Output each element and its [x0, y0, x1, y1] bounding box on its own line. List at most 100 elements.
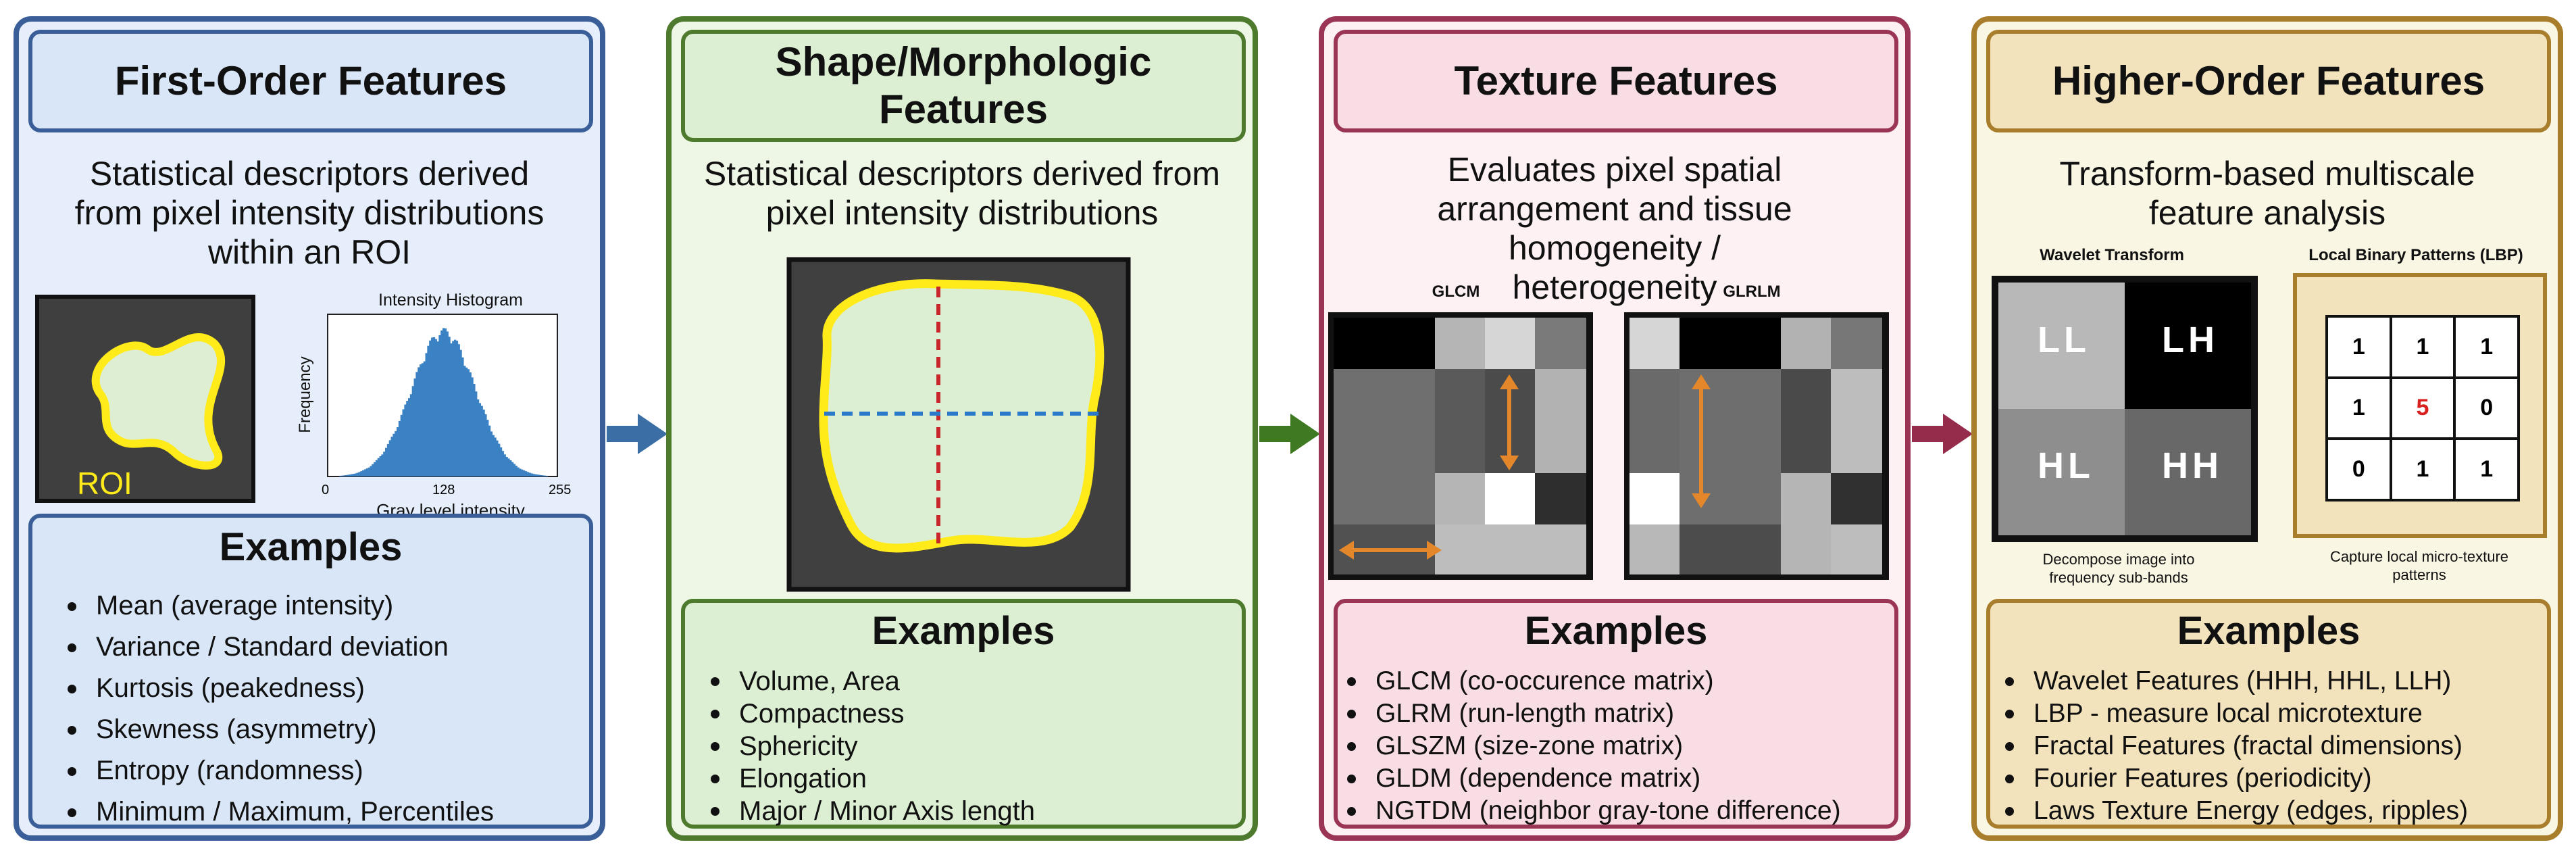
- histogram-bar: [492, 435, 495, 476]
- texture-header: Texture Features: [1334, 30, 1898, 132]
- glcm-label: GLCM: [1432, 283, 1480, 301]
- histogram-bar: [478, 403, 482, 476]
- shape-examples: Examples Volume, Area Compactness Spheri…: [681, 599, 1246, 829]
- histogram-bar: [431, 337, 434, 476]
- glrlm-label: GLRLM: [1723, 283, 1781, 301]
- glcm-matrix: [1328, 312, 1593, 580]
- roi-label: ROI: [77, 466, 132, 501]
- histogram-bar: [450, 343, 453, 476]
- histogram-bar: [524, 471, 528, 476]
- histogram-bar: [498, 443, 501, 476]
- shape-image: [786, 257, 1131, 595]
- matrix-cell: [1680, 318, 1781, 369]
- histogram-bar: [467, 369, 470, 476]
- histogram-bar: [461, 357, 464, 476]
- lbp-cell: 1: [2390, 439, 2455, 500]
- histogram-bar: [509, 460, 512, 476]
- histogram-bar: [488, 425, 491, 476]
- first-order-panel: First-Order Features Statistical descrip…: [14, 16, 605, 841]
- intensity-histogram: Intensity Histogram Frequency 0 128 255 …: [292, 289, 596, 526]
- roi-image: ROI: [35, 295, 255, 503]
- histogram-bar: [427, 345, 430, 476]
- histogram-bar: [375, 460, 378, 476]
- histogram-bar: [368, 467, 370, 476]
- histogram-bar: [398, 420, 401, 476]
- histogram-bar: [421, 363, 424, 476]
- examples-list: Mean (average intensity) Variance / Stan…: [62, 585, 494, 833]
- histogram-bar: [362, 470, 365, 476]
- panel-description: Statistical descriptors derived from pix…: [703, 155, 1221, 232]
- histogram-bar: [347, 474, 349, 476]
- list-item: Variance / Standard deviation: [62, 627, 494, 668]
- lbp-grid: 1 1 1 1 5 0 0 1 1: [2325, 315, 2520, 501]
- lbp-cell: 1: [2327, 377, 2391, 439]
- matrix-cell: [1535, 318, 1586, 369]
- histogram-bar: [494, 437, 497, 476]
- histogram-bar: [473, 384, 476, 476]
- lbp-cell: 0: [2327, 439, 2391, 500]
- histogram-bar: [358, 472, 361, 476]
- lbp-cell: 1: [2454, 316, 2519, 378]
- matrix-cell: [1485, 473, 1535, 524]
- matrix-cell: [1831, 473, 1882, 524]
- histogram-bar: [436, 341, 439, 476]
- histogram-bar: [411, 386, 414, 476]
- shape-header: Shape/Morphologic Features: [681, 30, 1246, 142]
- histogram-bar: [490, 431, 493, 476]
- histogram-bar: [505, 456, 508, 476]
- histogram-bar: [343, 475, 345, 476]
- histogram-tick-255: 255: [549, 483, 572, 497]
- arrow-down-icon: [1692, 493, 1711, 508]
- histogram-bar: [528, 472, 531, 476]
- list-item: Fourier Features (periodicity): [2000, 762, 2468, 795]
- histogram-bar: [542, 475, 545, 476]
- list-item: GLSZM (size-zone matrix): [1342, 730, 1841, 762]
- examples-list: GLCM (co-occurence matrix) GLRM (run-len…: [1342, 665, 1841, 827]
- list-item: Skewness (asymmetry): [62, 709, 494, 750]
- histogram-bar: [393, 433, 395, 476]
- histogram-bar: [482, 410, 485, 476]
- histogram-tick-128: 128: [432, 483, 455, 497]
- histogram-ylabel: Frequency: [296, 356, 314, 433]
- wavelet-band-hl: HL: [2038, 445, 2094, 486]
- histogram-bar: [429, 340, 432, 476]
- arrow-left-icon: [1339, 541, 1354, 560]
- matrix-cell: [1435, 473, 1485, 524]
- histogram-bar: [534, 474, 537, 476]
- histogram-bar: [446, 331, 449, 476]
- panel-title: First-Order Features: [114, 58, 507, 103]
- histogram-bar: [377, 458, 380, 476]
- histogram-bar: [388, 440, 391, 476]
- matrix-cell: [1831, 524, 1882, 574]
- lbp-cell: 1: [2454, 439, 2519, 500]
- histogram-bar: [444, 328, 447, 476]
- histogram-bar: [480, 406, 483, 476]
- histogram-bar: [507, 458, 510, 476]
- histogram-bar: [345, 475, 347, 476]
- list-item: Sphericity: [705, 730, 1035, 762]
- shape-contour: [819, 279, 1105, 553]
- histogram-bar: [432, 337, 436, 476]
- list-item: GLCM (co-occurence matrix): [1342, 665, 1841, 697]
- histogram-bar: [486, 420, 489, 476]
- histogram-bar: [379, 456, 382, 476]
- examples-title: Examples: [2177, 609, 2360, 653]
- list-item: Kurtosis (peakedness): [62, 668, 494, 709]
- wavelet-band-ll: LL: [2038, 320, 2090, 360]
- list-item: Compactness: [705, 697, 1035, 730]
- list-item: Entropy (randomness): [62, 750, 494, 791]
- arrow-right-icon: [1427, 541, 1442, 560]
- histogram-bar: [452, 341, 455, 476]
- list-item: Fractal Features (fractal dimensions): [2000, 730, 2468, 762]
- histogram-bar: [400, 414, 403, 476]
- histogram-tick-0: 0: [322, 483, 330, 497]
- histogram-bar: [415, 372, 418, 476]
- histogram-bar: [423, 361, 426, 476]
- histogram-bar: [463, 366, 466, 476]
- histogram-bar: [471, 377, 474, 476]
- examples-title: Examples: [872, 609, 1055, 653]
- matrix-cell: [1630, 473, 1680, 524]
- histogram-bar: [484, 414, 487, 476]
- wavelet-title: Wavelet Transform: [2040, 246, 2184, 264]
- list-item: GLRM (run-length matrix): [1342, 697, 1841, 730]
